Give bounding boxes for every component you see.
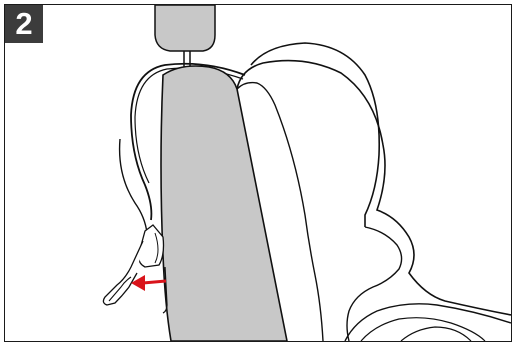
vehicle-headrest bbox=[154, 5, 216, 52]
vehicle-seat-back bbox=[160, 65, 288, 341]
tether-strap bbox=[130, 62, 246, 221]
instruction-panel: 2 bbox=[4, 4, 512, 342]
child-seat-side bbox=[346, 226, 403, 341]
left-arrow-icon bbox=[131, 275, 167, 291]
step-number-badge: 2 bbox=[5, 5, 43, 43]
loose-strap-end bbox=[118, 138, 148, 234]
child-seat-backrest bbox=[236, 59, 511, 316]
car-seat-illustration bbox=[102, 5, 511, 341]
child-seat-wing-inner bbox=[236, 81, 324, 341]
child-seat-base-inner bbox=[360, 317, 486, 341]
child-seat-base bbox=[344, 303, 511, 341]
latch-connector bbox=[102, 224, 168, 314]
child-seat-base-edge bbox=[400, 326, 472, 341]
child-seat-wing bbox=[250, 42, 381, 227]
